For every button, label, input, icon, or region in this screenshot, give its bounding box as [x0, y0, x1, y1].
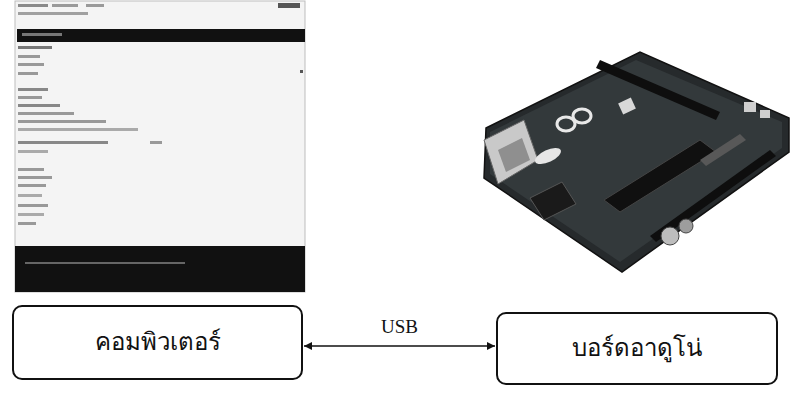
process-box: คอมพิวเตอร์ [12, 305, 303, 380]
screenshot-window [15, 1, 305, 292]
process-box: บอร์ดอาดูโน่ [496, 312, 778, 385]
usb-connector [304, 345, 495, 347]
arduino-board [484, 52, 789, 272]
connector-label: USB [378, 316, 421, 338]
box-label: คอมพิวเตอร์ [95, 327, 221, 358]
box-label: บอร์ดอาดูโน่ [572, 333, 702, 364]
